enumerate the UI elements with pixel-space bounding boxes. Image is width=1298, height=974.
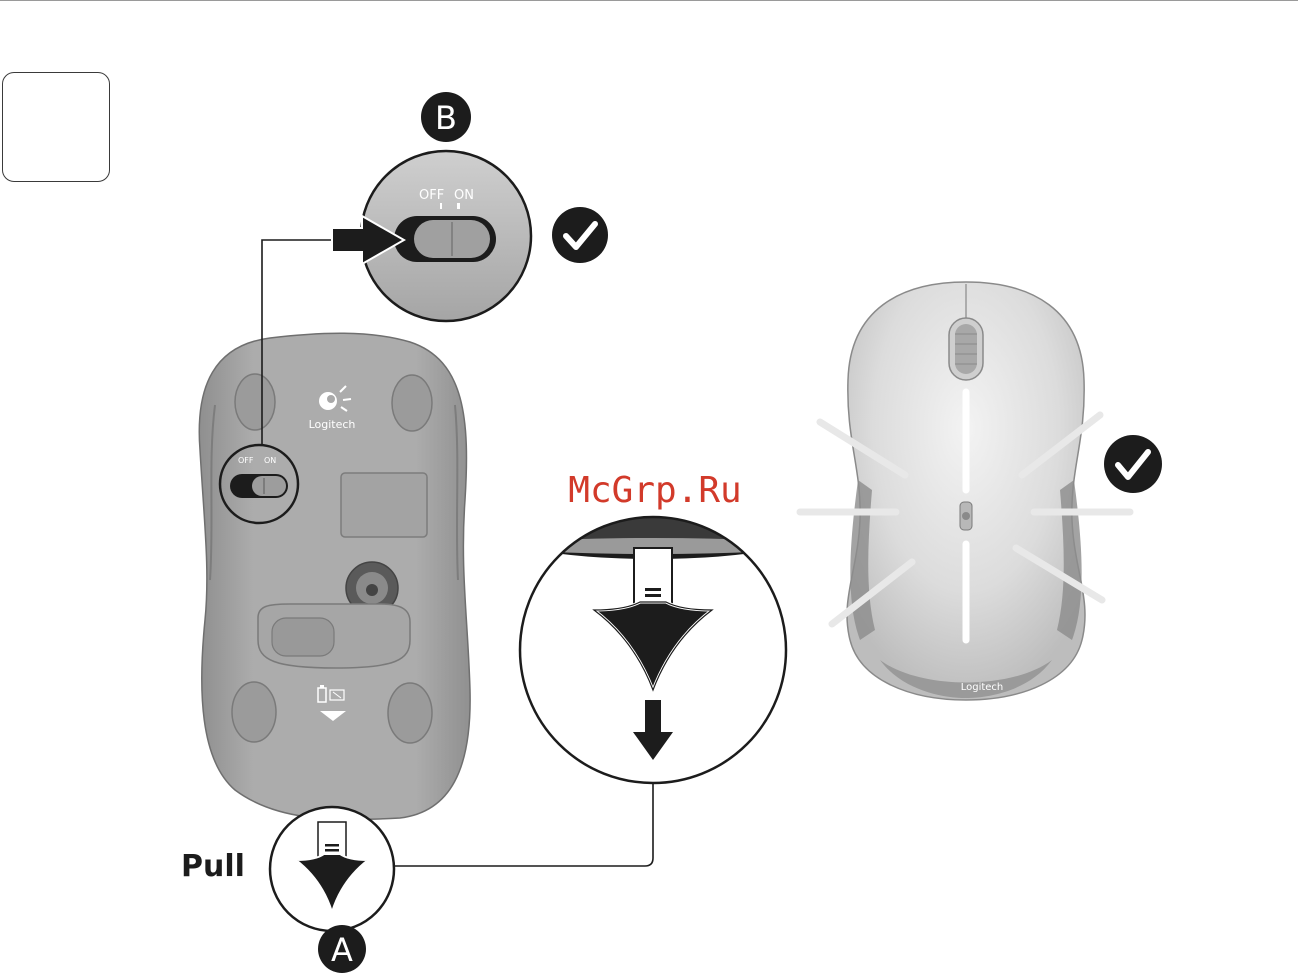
checkmark-icon	[1104, 435, 1162, 493]
small-switch-on-label: ON	[264, 456, 276, 465]
switch-on-label: ON	[454, 188, 474, 203]
switch-off-label: OFF	[419, 188, 444, 203]
checkmark-icon	[552, 207, 608, 263]
label-plate	[341, 473, 427, 537]
mouse-foot	[392, 375, 432, 431]
top-brand-label: Logitech	[961, 682, 1004, 693]
pull-tab-circle	[270, 807, 394, 931]
svg-text:A: A	[331, 931, 353, 969]
mouse-foot	[235, 374, 275, 430]
brand-label: Logitech	[309, 418, 356, 431]
mouse-foot	[388, 683, 432, 743]
step-b-badge: B	[421, 92, 471, 142]
mouse-foot	[232, 682, 276, 742]
watermark: McGrp.Ru	[568, 470, 741, 511]
mouse-bottom-view: Logitech OFF ON	[199, 333, 470, 819]
step-a-badge: A	[318, 925, 366, 973]
svg-text:B: B	[435, 99, 457, 137]
pull-tab-zoom-circle	[483, 495, 823, 783]
small-switch-off-label: OFF	[238, 456, 254, 465]
pull-label: Pull	[181, 849, 245, 884]
